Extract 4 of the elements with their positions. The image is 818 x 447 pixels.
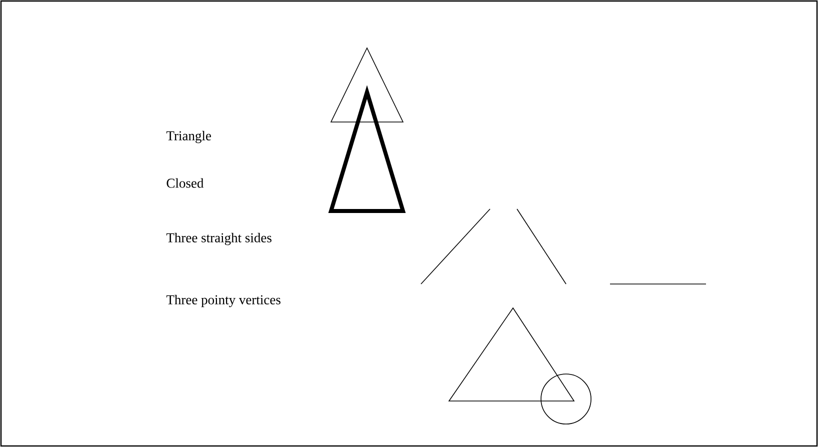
label: Triangle	[166, 130, 211, 144]
label: Closed	[166, 178, 204, 188]
label: Three straight sides	[166, 232, 272, 246]
label: Three pointy vertices	[166, 294, 280, 308]
